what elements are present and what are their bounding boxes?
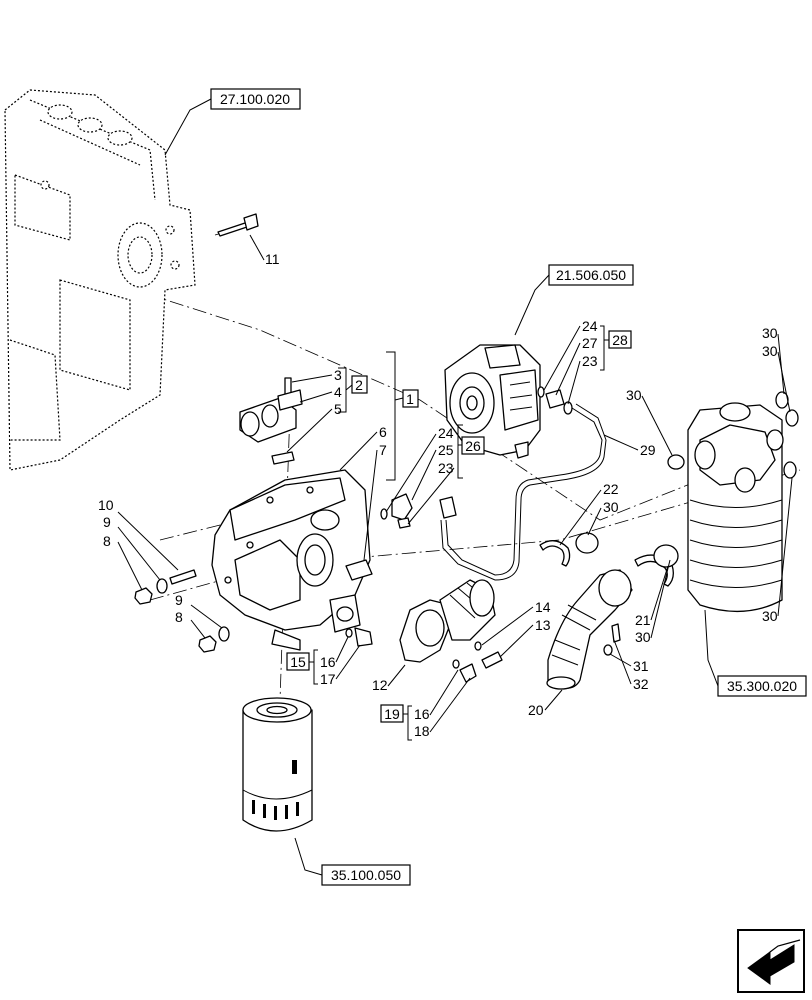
suction-hose: [399, 579, 496, 663]
svg-text:2: 2: [355, 377, 363, 393]
pipe-29: [439, 403, 607, 581]
bolt-11: [217, 213, 259, 237]
group-15[interactable]: 15: [286, 652, 310, 671]
svg-text:1: 1: [406, 391, 414, 407]
fitting-7: [345, 559, 373, 581]
main-pump-body: [211, 469, 371, 651]
svg-text:6: 6: [379, 424, 387, 440]
group-26[interactable]: 26: [461, 436, 485, 455]
svg-text:3: 3: [334, 367, 342, 383]
ref-filter-large[interactable]: 35.300.020: [717, 675, 807, 697]
svg-text:23: 23: [438, 460, 454, 476]
svg-text:16: 16: [414, 706, 430, 722]
group-1[interactable]: 1: [402, 389, 419, 408]
group-28[interactable]: 28: [608, 330, 632, 349]
svg-text:9: 9: [175, 592, 183, 608]
svg-text:12: 12: [372, 677, 388, 693]
svg-text:24: 24: [582, 318, 598, 334]
ref-leaders: [164, 98, 719, 876]
svg-text:15: 15: [290, 654, 306, 670]
svg-text:30: 30: [603, 499, 619, 515]
ref-pump[interactable]: 21.506.050: [548, 264, 634, 286]
svg-text:25: 25: [438, 442, 454, 458]
ref-engine[interactable]: 27.100.020: [210, 88, 301, 110]
bolt-31-32: [603, 623, 621, 656]
svg-text:11: 11: [265, 251, 280, 267]
group-2[interactable]: 2: [351, 375, 368, 394]
svg-text:26: 26: [465, 438, 481, 454]
svg-text:7: 7: [379, 442, 387, 458]
suction-pipe-20: [546, 569, 633, 690]
svg-text:17: 17: [320, 671, 336, 687]
svg-text:29: 29: [640, 442, 656, 458]
svg-text:10: 10: [98, 497, 114, 513]
svg-text:35.300.020: 35.300.020: [727, 678, 797, 694]
svg-text:30: 30: [762, 608, 778, 624]
engine-block: [4, 89, 196, 471]
svg-text:5: 5: [334, 401, 342, 417]
elbow-24-25-23: [380, 493, 413, 529]
svg-text:32: 32: [633, 676, 649, 692]
svg-text:21.506.050: 21.506.050: [556, 267, 626, 283]
svg-text:8: 8: [103, 533, 111, 549]
svg-text:13: 13: [535, 617, 551, 633]
fitting-16-17: [345, 627, 373, 647]
large-filter: [687, 391, 799, 613]
bolt-13-14: [452, 641, 503, 683]
svg-text:9: 9: [103, 514, 111, 530]
ref-filter-small[interactable]: 35.100.050: [321, 864, 411, 886]
callouts: 3 4 5 6 7 10 9 8 9 8 11 12 13 14 16 17 1…: [98, 251, 778, 739]
svg-text:14: 14: [535, 599, 551, 615]
brackets: [309, 325, 609, 741]
svg-text:30: 30: [762, 343, 778, 359]
svg-text:19: 19: [384, 706, 400, 722]
svg-text:22: 22: [603, 481, 619, 497]
svg-text:21: 21: [635, 612, 651, 628]
svg-text:8: 8: [175, 609, 183, 625]
svg-text:28: 28: [612, 332, 628, 348]
stud-and-nuts: [134, 569, 230, 653]
callout-leaders: [117, 234, 793, 733]
group-19[interactable]: 19: [380, 704, 404, 723]
svg-text:23: 23: [582, 353, 598, 369]
fitting-24-27-23: [537, 386, 573, 415]
svg-text:30: 30: [762, 325, 778, 341]
svg-text:31: 31: [633, 658, 649, 674]
solenoid-valve: [239, 377, 303, 465]
svg-text:27.100.020: 27.100.020: [220, 91, 290, 107]
svg-text:18: 18: [414, 723, 430, 739]
svg-text:24: 24: [438, 425, 454, 441]
svg-text:35.100.050: 35.100.050: [331, 867, 401, 883]
svg-text:20: 20: [528, 702, 544, 718]
svg-text:30: 30: [635, 629, 651, 645]
rings-and-clamps: [539, 454, 685, 587]
svg-text:4: 4: [334, 384, 342, 400]
next-page-arrow-icon[interactable]: [737, 929, 805, 993]
small-filter: [242, 697, 313, 832]
svg-text:27: 27: [582, 335, 598, 351]
hydraulic-pump: [444, 344, 541, 459]
svg-text:30: 30: [626, 387, 642, 403]
svg-text:16: 16: [320, 654, 336, 670]
